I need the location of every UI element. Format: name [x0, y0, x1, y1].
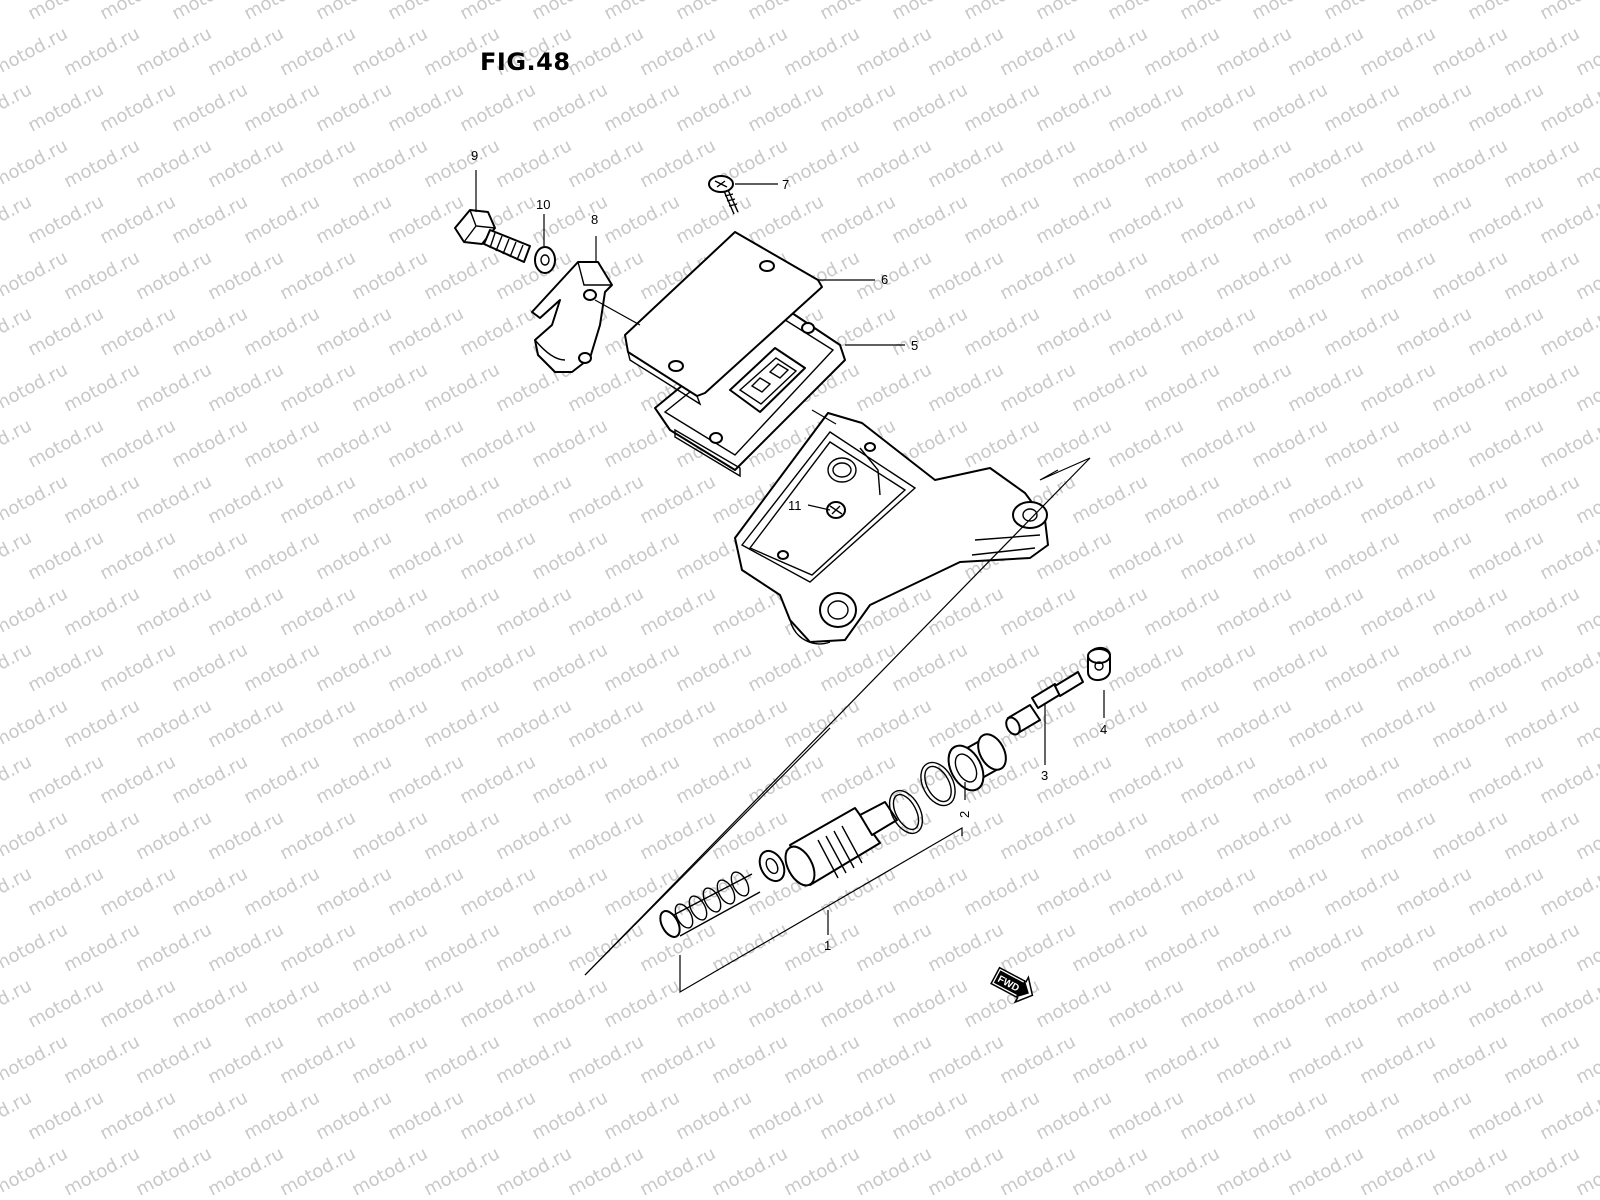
callout-leaders: [475, 170, 1105, 994]
primary-cup: [758, 849, 786, 883]
piston-spring: [659, 871, 761, 938]
callout-3: 3: [1041, 768, 1048, 783]
callout-4: 4: [1100, 722, 1107, 737]
master-cylinder-body: [734, 412, 1049, 645]
callout-6: 6: [881, 272, 888, 287]
assembly-leader-lines: [584, 299, 1091, 976]
washer: [534, 246, 556, 274]
callout-labels: 1 2 3 4 5 6 7 8 9 10 11: [471, 148, 1107, 953]
fwd-direction-badge: FWD: [990, 966, 1034, 1004]
callout-9: 9: [471, 148, 478, 163]
clamp-bolt: [454, 209, 531, 263]
callout-11: 11: [788, 498, 802, 513]
dust-boot: [947, 733, 1007, 792]
piston: [784, 801, 898, 887]
figure-title: FIG.48: [480, 48, 571, 76]
callout-7: 7: [782, 177, 789, 192]
reservoir-cap: [624, 231, 823, 406]
cap-screw: [708, 175, 739, 215]
callout-2: 2: [957, 811, 972, 818]
callout-1: 1: [824, 938, 831, 953]
push-rod: [1005, 671, 1084, 736]
callout-8: 8: [591, 212, 598, 227]
reservoir-screw: [826, 501, 846, 519]
callout-10: 10: [536, 197, 550, 212]
callout-5: 5: [911, 338, 918, 353]
circlip-ring: [888, 761, 956, 835]
handlebar-clamp: [531, 261, 613, 373]
push-rod-nut: [1087, 647, 1111, 681]
